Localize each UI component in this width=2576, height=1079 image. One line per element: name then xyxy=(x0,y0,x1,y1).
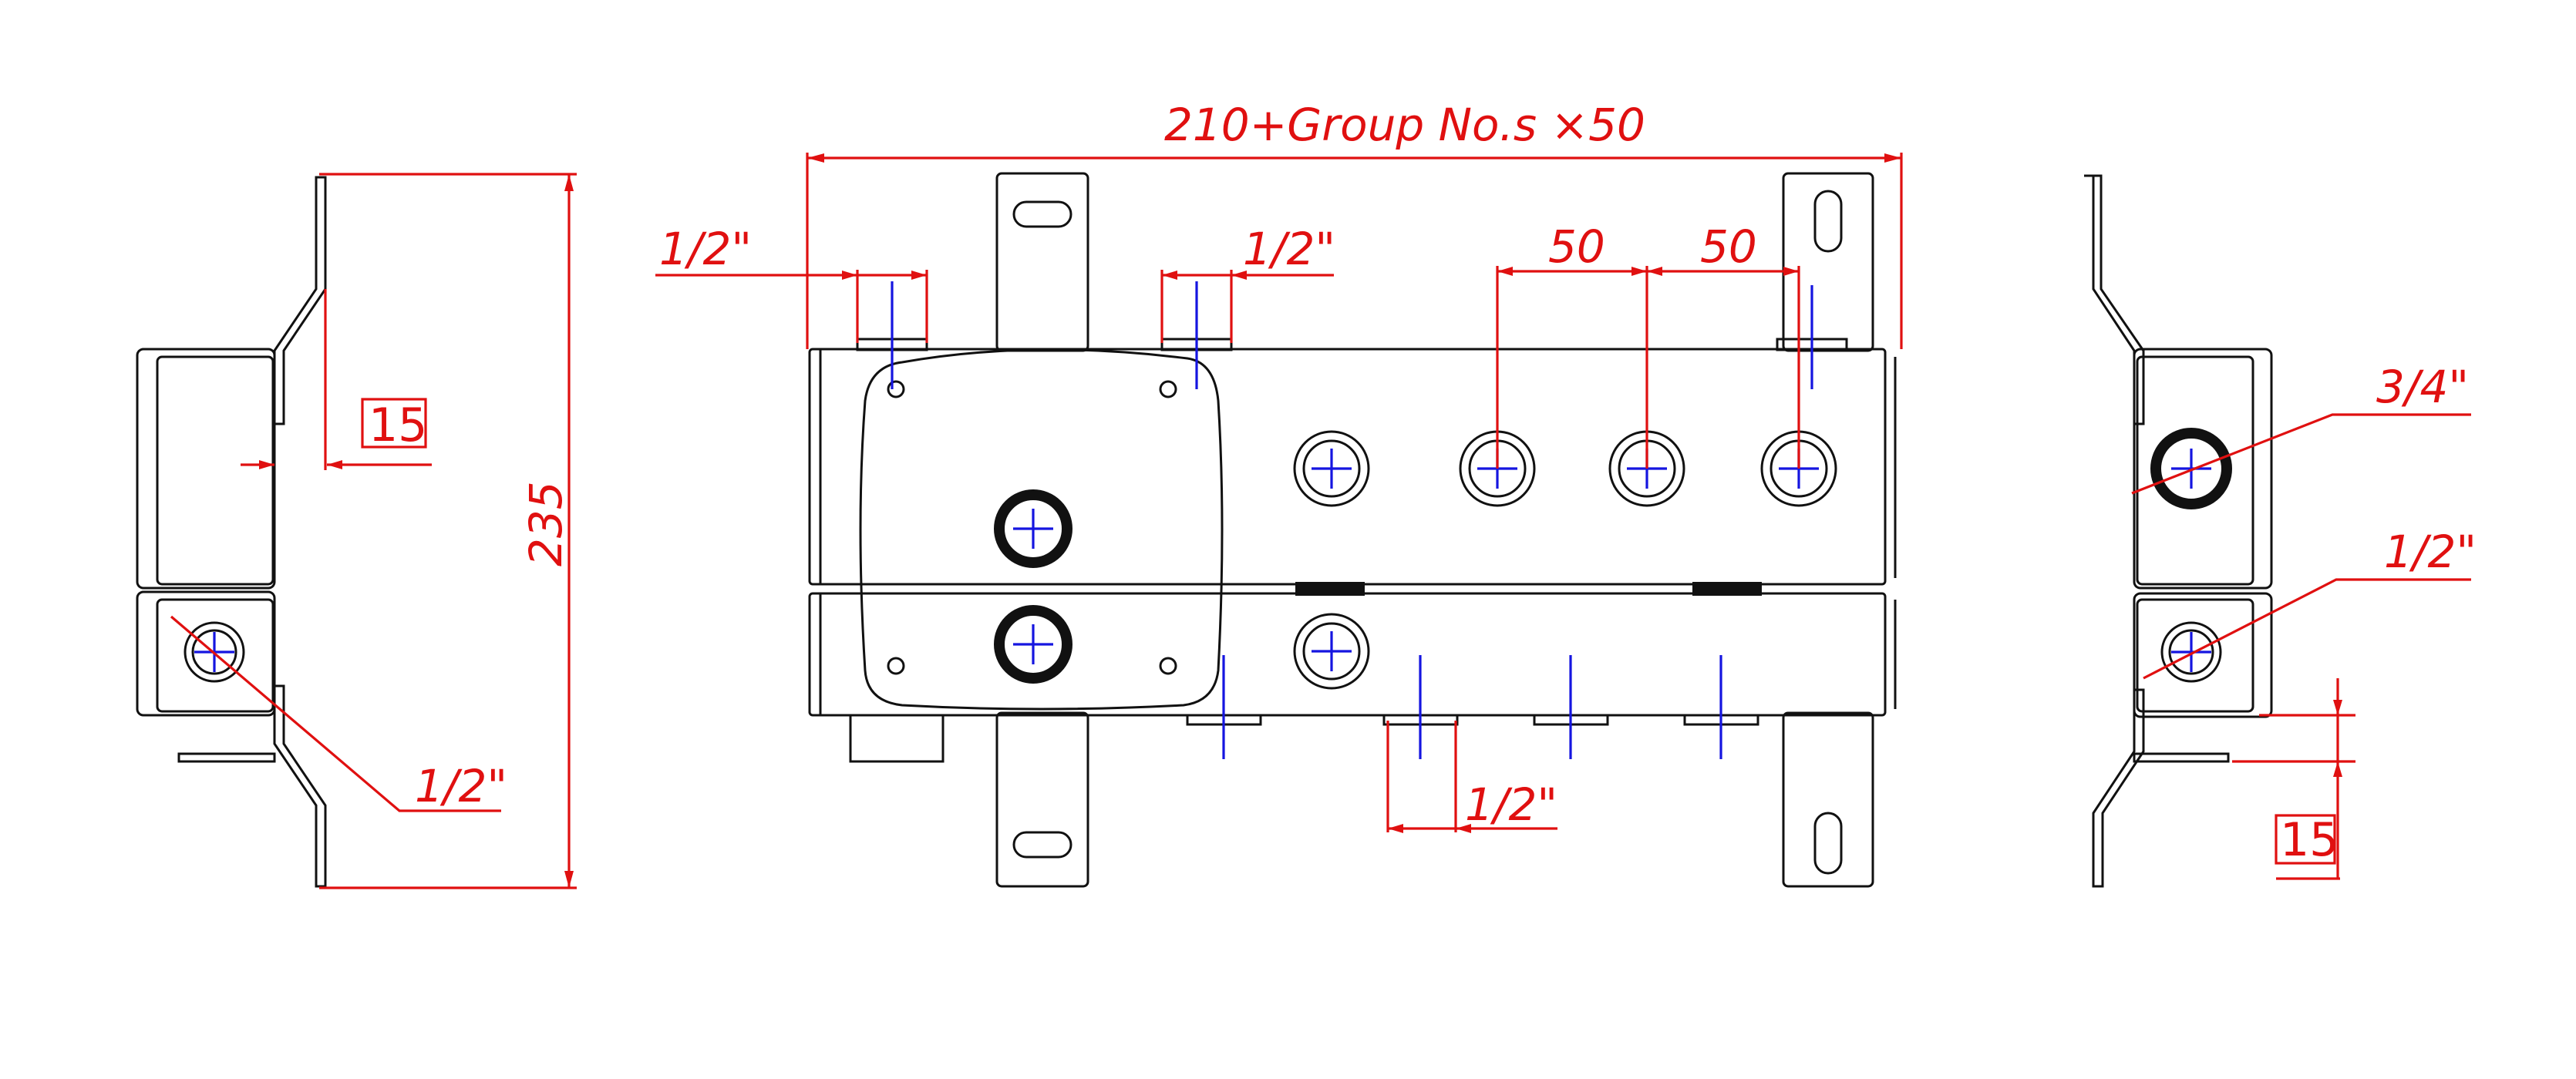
bracket-top-right xyxy=(1782,172,1874,352)
right-port-upper xyxy=(2150,428,2232,509)
right-bracket-lower xyxy=(2092,688,2145,888)
pump-port-upper xyxy=(994,489,1072,568)
spacing-1-label: 50 xyxy=(1548,220,1605,273)
bracket-bottom-right xyxy=(1782,711,1874,888)
manifold-ports xyxy=(1293,430,1837,690)
bracket-top-left xyxy=(995,172,1089,352)
left-lower-body xyxy=(136,590,276,717)
clamp-left xyxy=(1295,582,1365,596)
bottom-pipe-label: 1/2" xyxy=(1465,778,1557,831)
pump-housing xyxy=(859,348,1224,711)
left-bracket xyxy=(273,176,327,425)
left-side-view: 1/2" 15 235 xyxy=(136,173,577,889)
bracket-bottom-left xyxy=(995,711,1089,888)
right-side-view: 3/4" 1/2" 15 xyxy=(2084,174,2477,888)
right-port-lower xyxy=(2160,621,2222,683)
right-lower-body xyxy=(2133,592,2273,718)
left-lower-body-inner xyxy=(156,598,274,713)
left-view-offset-label: 15 xyxy=(369,398,427,452)
front-view: 210+Group No.s ×50 1/2" 1/2" 50 50 1/2" xyxy=(655,99,1903,888)
left-offset-box xyxy=(361,398,427,449)
top-left-pipe-label: 1/2" xyxy=(659,223,752,275)
height-label: 235 xyxy=(520,481,572,566)
top-mid-pipe-label: 1/2" xyxy=(1243,223,1335,275)
overall-length-label: 210+Group No.s ×50 xyxy=(1164,99,1645,151)
left-port-outer xyxy=(184,621,245,683)
right-view-lower-pipe-label: 1/2" xyxy=(2384,526,2477,578)
right-offset-box xyxy=(2275,814,2336,865)
left-bracket-lower xyxy=(273,684,327,888)
left-port-inner xyxy=(191,629,237,675)
pump-port-lower xyxy=(994,605,1072,684)
upper-manifold xyxy=(808,348,1887,586)
lower-manifold xyxy=(808,592,1887,717)
right-view-offset-label: 15 xyxy=(2280,813,2339,867)
left-base-plate xyxy=(177,752,276,763)
clamp-right xyxy=(1692,582,1762,596)
right-bracket xyxy=(2084,174,2145,425)
spacing-2-label: 50 xyxy=(1700,220,1757,273)
right-view-upper-pipe-label: 3/4" xyxy=(2376,361,2469,413)
left-upper-body-inner xyxy=(156,355,274,586)
left-view-pipe-label: 1/2" xyxy=(415,760,507,812)
